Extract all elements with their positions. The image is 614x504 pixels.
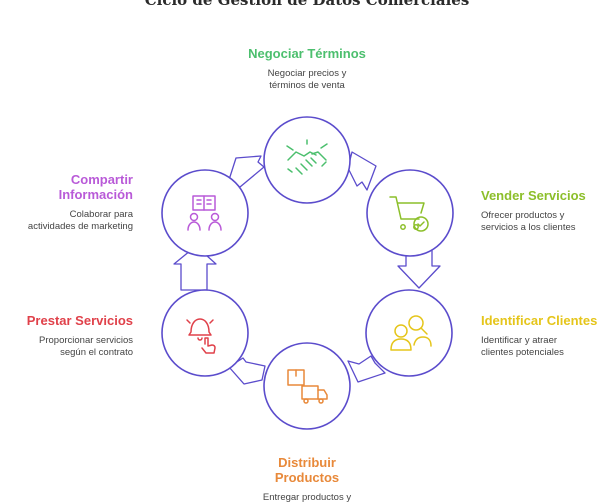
node-vender xyxy=(366,169,454,257)
step-description: Entregar productos y xyxy=(262,492,352,503)
shared-book-icon xyxy=(187,195,222,231)
step-description: Ofrecer productos y servicios a los clie… xyxy=(481,210,576,233)
delivery-truck-icon xyxy=(287,369,328,404)
step-title: Prestar Servicios xyxy=(26,313,133,328)
step-description: Negociar precios y términos de venta xyxy=(267,68,347,91)
node-compartir xyxy=(161,169,249,257)
step-title: Distribuir Productos xyxy=(274,455,340,485)
step-description: Proporcionar servicios según el contrato xyxy=(39,335,133,358)
step-compartir: Compartir Información Colaborar para act… xyxy=(3,172,133,232)
arrow-vender-to-identificar xyxy=(397,249,441,289)
step-description: Identificar y atraer clientes potenciale… xyxy=(481,335,564,358)
arrow-negociar-to-vender xyxy=(347,151,377,191)
node-identificar xyxy=(365,289,453,377)
step-distribuir: Distribuir Productos Entregar productos … xyxy=(207,455,407,504)
step-title: Vender Servicios xyxy=(481,188,586,203)
step-negociar: Negociar Términos Negociar precios y tér… xyxy=(207,46,407,91)
step-prestar: Prestar Servicios Proporcionar servicios… xyxy=(3,313,133,358)
arrow-identificar-to-distribuir xyxy=(347,355,386,383)
diagram-title: Ciclo de Gestión de Datos Comerciales xyxy=(144,0,470,9)
handshake-icon xyxy=(286,139,328,175)
shopping-cart-icon xyxy=(389,196,429,232)
step-vender: Vender Servicios Ofrecer productos y ser… xyxy=(481,188,611,233)
step-title: Compartir Información xyxy=(58,172,133,202)
step-description: Colaborar para actividades de marketing xyxy=(27,209,133,232)
step-title: Identificar Clientes xyxy=(481,313,598,328)
step-identificar: Identificar Clientes Identificar y atrae… xyxy=(481,313,614,358)
service-bell-icon xyxy=(186,318,216,354)
people-search-icon xyxy=(390,315,432,351)
step-title: Negociar Términos xyxy=(248,46,366,61)
node-prestar xyxy=(161,289,249,377)
